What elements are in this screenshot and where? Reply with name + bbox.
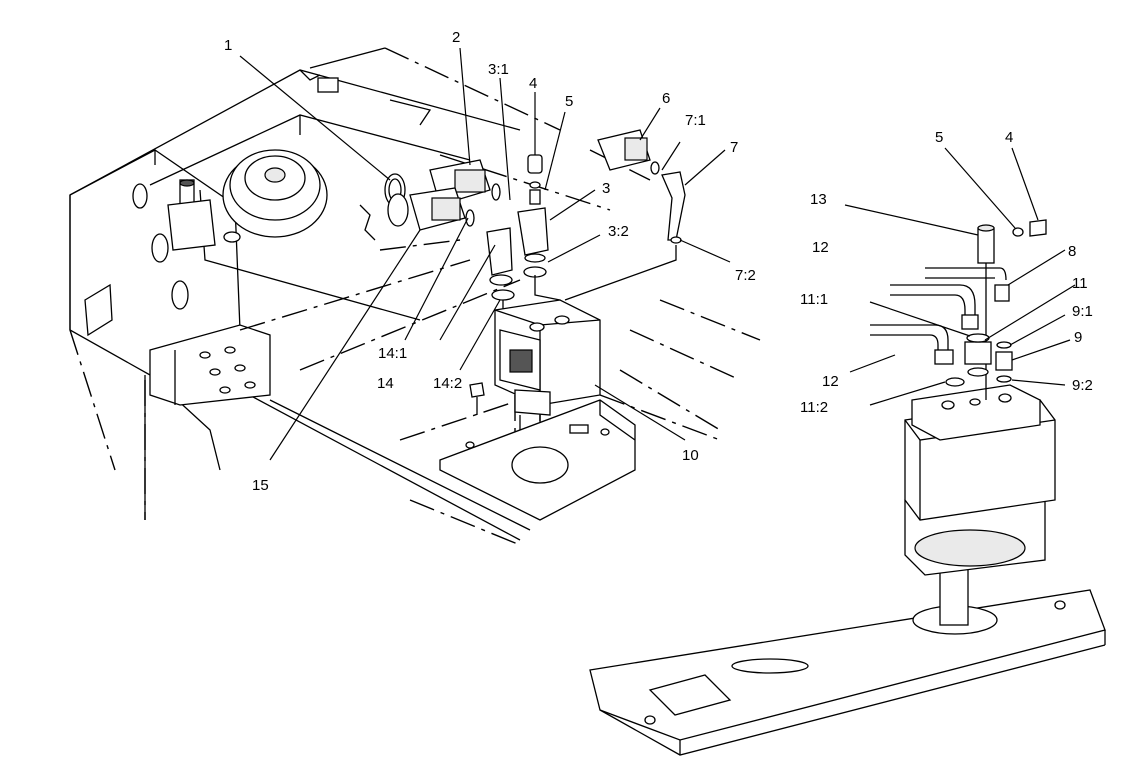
callout-13: 13 [810, 191, 827, 208]
callout-9: 9 [1074, 329, 1082, 346]
callout-10: 10 [682, 447, 699, 464]
callout-14-1: 14:1 [378, 345, 407, 362]
callout-5: 5 [565, 93, 573, 110]
callout-14: 14 [377, 375, 394, 392]
callout-9-1: 9:1 [1072, 303, 1093, 320]
callout-3-1: 3:1 [488, 61, 509, 78]
leader-lines [239, 47, 1076, 461]
valve-mounting-plate [439, 399, 636, 521]
callout-15: 15 [252, 477, 269, 494]
callout-7-2: 7:2 [735, 267, 756, 284]
callout-11-2: 11:2 [800, 399, 828, 416]
hydraulic-pump [904, 384, 1056, 626]
callout-3-2: 3:2 [608, 223, 629, 240]
callout-5-right: 5 [935, 129, 943, 146]
hydraulic-fittings-left [384, 129, 686, 321]
callout-11: 11 [1072, 275, 1088, 292]
callout-labels: 1 2 3:1 4 5 6 7:1 7 3 3:2 7:2 14:1 14 14… [224, 29, 1093, 494]
callout-4: 4 [529, 75, 537, 92]
callout-4-right: 4 [1005, 129, 1013, 146]
callout-12-upper: 12 [812, 239, 829, 256]
callout-7: 7 [730, 139, 738, 156]
callout-9-2: 9:2 [1072, 377, 1093, 394]
pump-base-plate [589, 589, 1106, 756]
callout-14-2: 14:2 [433, 375, 462, 392]
callout-11-1: 11:1 [800, 291, 828, 308]
callout-8: 8 [1068, 243, 1076, 260]
callout-6: 6 [662, 90, 670, 107]
callout-3: 3 [602, 180, 610, 197]
callout-2: 2 [452, 29, 460, 46]
callout-1: 1 [224, 37, 232, 54]
callout-7-1: 7:1 [685, 112, 706, 129]
control-valve [469, 299, 601, 440]
callout-12-lower: 12 [822, 373, 839, 390]
pump-fittings [870, 219, 1047, 400]
